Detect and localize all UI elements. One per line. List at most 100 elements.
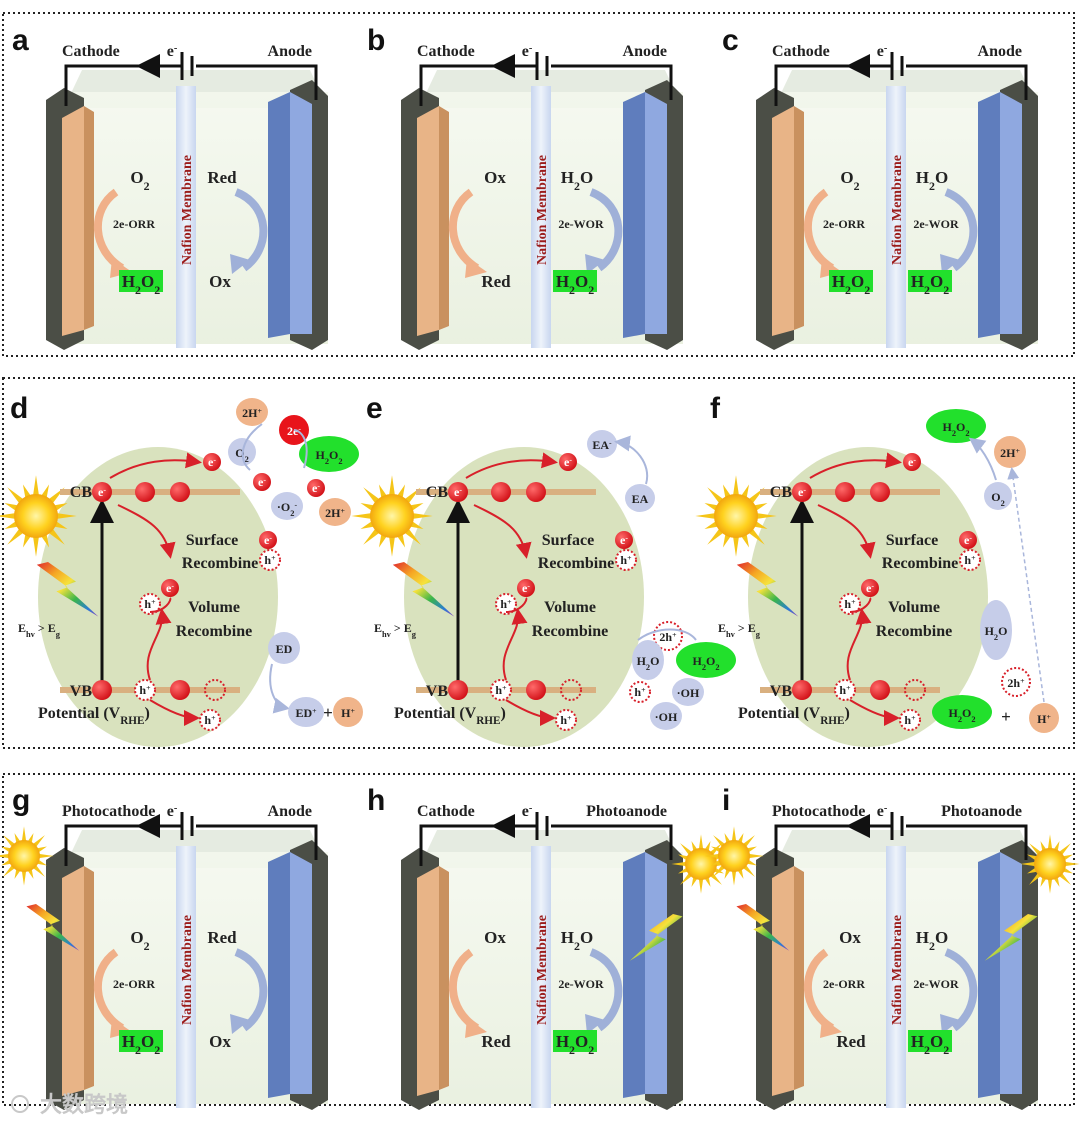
- volume-label: Volume: [188, 599, 240, 616]
- hole-particle: [834, 679, 856, 701]
- sun-ray: [1053, 841, 1060, 851]
- energy-condition: Ehv > Eg: [374, 621, 417, 639]
- sun-ray: [7, 528, 24, 545]
- sun-ray: [14, 869, 21, 879]
- right-arrow-head: [230, 254, 250, 274]
- sun-ray: [743, 865, 755, 877]
- panel-letter-f: f: [710, 392, 721, 425]
- hydroxyl-bubble: [672, 678, 704, 706]
- hole-particle: [555, 709, 577, 731]
- panel-letter-a: a: [12, 24, 29, 57]
- light-bolt-icon: [36, 562, 99, 617]
- panel-letter-d: d: [10, 392, 28, 425]
- sun-ray: [1, 846, 11, 853]
- sun-ray: [0, 853, 9, 859]
- sun-ray: [704, 502, 718, 511]
- left-electrode-label: Cathode: [417, 803, 475, 820]
- sun-ray: [1040, 841, 1047, 851]
- membrane: [531, 86, 551, 348]
- hole-particle: [134, 679, 156, 701]
- cb-electron: [792, 482, 812, 502]
- right-electrode-label: Photoanode: [941, 803, 1022, 820]
- acceptor-anion-bubble: [587, 430, 617, 458]
- left-arrow-head: [465, 1018, 487, 1038]
- sun-icon: [704, 826, 764, 886]
- sun-ray: [680, 873, 692, 885]
- right-electrode-label: Photoanode: [586, 803, 667, 820]
- surface-label: Surface: [186, 532, 238, 549]
- cb-electron: [835, 482, 855, 502]
- sun-ray: [14, 833, 21, 843]
- left-product-highlight: [829, 270, 873, 292]
- sun-ray: [1040, 877, 1047, 887]
- hole-migration-arrow: [846, 608, 872, 681]
- right-reactant: H2O: [561, 168, 593, 193]
- electron-particle: [903, 453, 921, 471]
- potential-axis-label: Potential (VRHE): [394, 705, 506, 727]
- right-product: H2O2: [911, 272, 949, 297]
- anode-edge: [978, 852, 1000, 1098]
- hole-particle: [839, 593, 861, 615]
- h2o2-bubble-label: H2O2: [315, 448, 342, 466]
- panel-letter-g: g: [12, 784, 30, 817]
- h2o2-bubble: [926, 409, 986, 443]
- proton-bubble: [994, 436, 1026, 468]
- surface-recombine-arrow: [473, 504, 532, 559]
- light-bolt-icon: [26, 904, 80, 951]
- sun-ray: [4, 502, 18, 511]
- light-bolt-icon: [984, 914, 1038, 961]
- electron-label: e-: [522, 803, 533, 821]
- light-bolt-icon: [392, 562, 455, 617]
- light-bolt-icon: [736, 904, 790, 951]
- cathode-plate: [62, 106, 84, 336]
- proton-bubble-label: 2H+: [1000, 446, 1020, 461]
- cb-electron: [92, 482, 112, 502]
- sun-ray: [691, 877, 698, 887]
- oxygen-bubble: [984, 482, 1012, 510]
- sun-ray: [733, 536, 739, 557]
- left-product: Red: [481, 1032, 511, 1051]
- hole-surface-arrow: [149, 699, 200, 726]
- circuit-wire-right: [906, 824, 1028, 860]
- hole-particle-label: h+: [964, 553, 976, 568]
- panel-frame-middle: [2, 377, 1075, 749]
- sun-ray: [707, 528, 724, 545]
- hole-surface-arrow: [849, 699, 900, 726]
- sun-ray: [360, 521, 374, 530]
- h2o2-bubble: [299, 436, 359, 472]
- sun-ray: [1, 859, 11, 866]
- left-arrow-head: [820, 1018, 842, 1038]
- hole-particle-label: h+: [204, 713, 216, 728]
- energy-condition: Ehv > Eg: [718, 621, 761, 639]
- sun-icon: [0, 826, 54, 886]
- hole-particle-label: h+: [620, 553, 632, 568]
- hole-surface-arrow: [505, 699, 556, 726]
- sun-ray: [37, 846, 47, 853]
- acceptor-arrow: [614, 435, 649, 485]
- hole-particle: [899, 709, 921, 731]
- volume-recombine-arrow: [849, 597, 872, 613]
- panel-letter-i: i: [722, 784, 730, 817]
- oxygen-bubble-label: O2: [991, 490, 1005, 508]
- hole-particle-label: h+: [904, 713, 916, 728]
- electron-particle-label: e-: [258, 475, 266, 490]
- right-product: H2O2: [556, 272, 594, 297]
- hydroxyl-bubble-2-label: ·OH: [655, 710, 678, 724]
- left-reaction-label: 2e-ORR: [823, 217, 865, 231]
- cb-electron: [135, 482, 155, 502]
- sun-ray: [724, 833, 731, 843]
- anode-edge: [268, 92, 290, 338]
- sun-ray: [711, 859, 721, 866]
- cathode-edge: [439, 866, 449, 1090]
- panel-letter-e: e: [366, 392, 383, 425]
- sun-disc: [718, 840, 750, 872]
- proton-bubble-3: [333, 697, 363, 727]
- sun-ray: [56, 513, 77, 519]
- sun-ray: [1059, 873, 1071, 885]
- right-product: Ox: [209, 272, 231, 291]
- right-reaction-arrow: [234, 948, 268, 1032]
- right-product-highlight: [553, 1030, 597, 1052]
- left-product-highlight: [119, 1030, 163, 1052]
- oxygen-bubble-label: O2: [235, 446, 249, 464]
